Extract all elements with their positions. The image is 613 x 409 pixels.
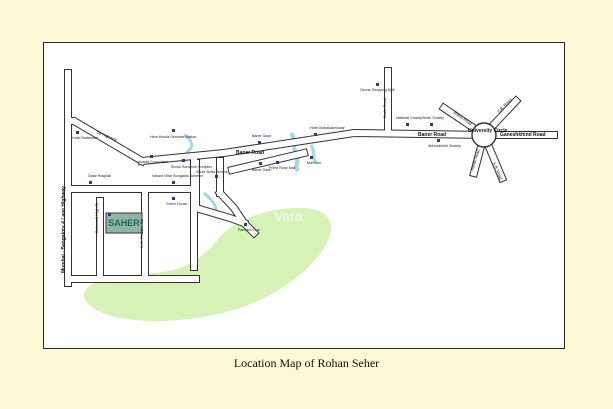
road-label-local-1: Balewadi High St	[94, 202, 99, 233]
road-label-baner-1: Baner Road	[236, 150, 264, 156]
marker-shock	[182, 159, 185, 162]
marker-datar	[89, 181, 92, 184]
place-hotel-mahabaleshwar: Hotel Mahabaleshwar	[310, 126, 346, 130]
marker-hotel-mahabaleshwar	[314, 133, 317, 136]
river-4	[202, 191, 218, 212]
place-abhimanshri: Abhimanshri Society	[428, 144, 461, 148]
road-label-highway: Mumbai - Bangalore 4 Lane Highway	[61, 186, 67, 273]
saher-building[interactable]	[105, 212, 143, 234]
road-label-ganeshkhind: Ganeshkhind Road	[500, 132, 546, 138]
place-national: National Society	[396, 116, 422, 120]
watermark: Vara	[274, 208, 303, 224]
marker-ozone	[376, 83, 379, 86]
marker-prime-rose	[276, 161, 279, 164]
marker-mall-icon	[310, 156, 313, 159]
place-baner-gaon-bottom: Baner Gaon	[252, 168, 271, 172]
road-label-kurla: Kurla Road	[382, 98, 387, 118]
location-map[interactable]: SAHER Mumbai - Bangalore 4 Lane Highway	[44, 43, 565, 349]
marker-green-house	[172, 197, 175, 200]
marker-sindh	[430, 123, 433, 126]
road-network	[64, 67, 558, 287]
place-ozone: Ozone Shopping Mall	[360, 88, 395, 92]
place-vasant: Vasant Vihar Bungalow Scheme	[152, 174, 203, 178]
saher-label: SAHER	[108, 218, 140, 228]
river-3	[309, 144, 318, 164]
road-label-local-3: N.S. Phadke Rd	[139, 219, 144, 248]
marker-saher	[108, 213, 111, 216]
road-label-baner-2: Baner Road	[418, 132, 446, 138]
place-datar: Datar Hospital	[88, 174, 111, 178]
place-shock: Shock Sunshine Complex	[171, 165, 212, 169]
map-frame: SAHER Mumbai - Bangalore 4 Lane Highway	[43, 42, 565, 349]
marker-avanta	[150, 155, 153, 158]
university-circle[interactable]	[471, 122, 497, 148]
marker-national	[406, 123, 409, 126]
place-baner-gaon-top: Baner Gaon	[252, 134, 271, 138]
marker-abhimanshri	[437, 139, 440, 142]
place-shree-dutta: Shree Dutta Temple	[196, 170, 228, 174]
map-caption: Location Map of Rohan Seher	[233, 356, 380, 370]
place-avanta: Avanta Computers	[138, 160, 168, 164]
place-mall-icon: Mall icon	[307, 161, 321, 165]
marker-hero-honda	[172, 129, 175, 132]
marker-shree-dutta	[215, 175, 218, 178]
marker-pancard	[244, 223, 247, 226]
marker-baner-gaon-top	[258, 141, 261, 144]
marker-vasant	[172, 181, 175, 184]
place-markers	[76, 83, 440, 226]
marker-hotel-sadanand	[76, 131, 79, 134]
place-green-house: Green House	[166, 202, 187, 206]
green-hill-area	[83, 208, 331, 321]
road-label-aundh: Aundh Road	[469, 149, 481, 172]
road-label-pashan: S.B. Road	[492, 162, 503, 181]
place-prime-rose: Prime Rose Mall	[269, 166, 296, 170]
road-label-university-circle: University Circle	[468, 128, 508, 134]
place-sindh: Sindh Society	[422, 116, 444, 120]
marker-baner-gaon-bottom	[259, 162, 262, 165]
place-hero-honda: Hero Honda Services Station	[150, 135, 196, 139]
place-pancard: Pancard Club	[238, 228, 260, 232]
place-hotel-sadanand: Hotel Sadanand	[72, 136, 98, 140]
